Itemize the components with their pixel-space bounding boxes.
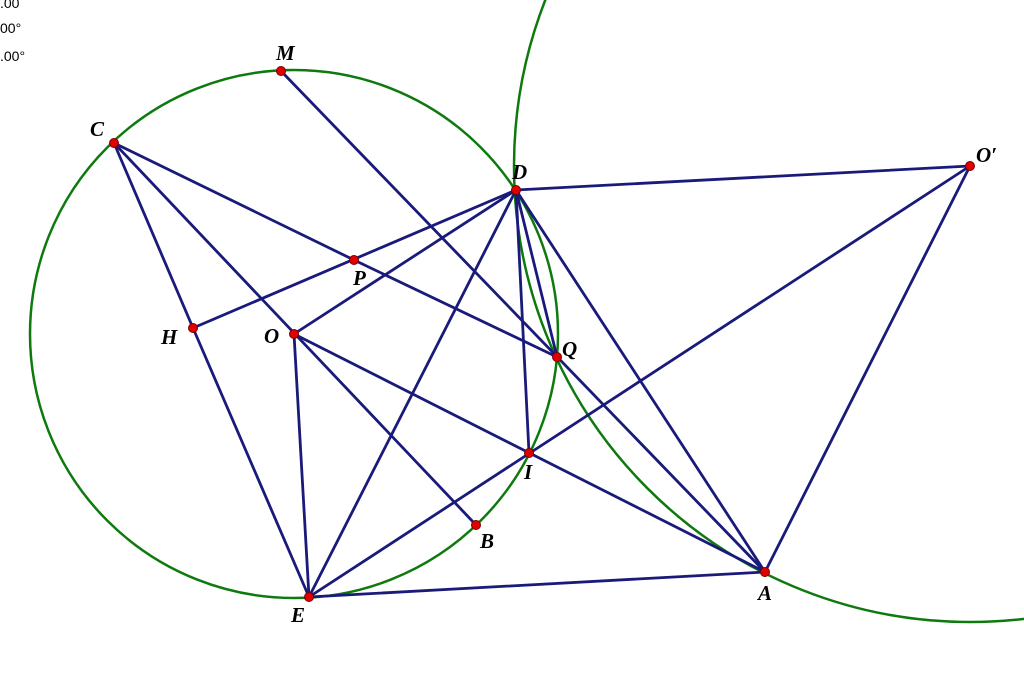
label-a: A [756, 581, 772, 605]
label-o-prime: O′ [976, 143, 997, 167]
segment-c-p [112, 141, 356, 262]
segments [112, 69, 972, 599]
label-q: Q [562, 337, 577, 361]
segment-h-e [191, 326, 311, 599]
label-c: C [90, 117, 105, 141]
segment-e-o-prime [307, 164, 972, 599]
readout-2: 00° [0, 20, 22, 36]
segment-c-h [112, 141, 195, 330]
label-m: M [275, 41, 296, 65]
segment-d-o-prime [514, 164, 972, 192]
label-p: P [352, 266, 366, 290]
segment-a-o-prime [763, 164, 972, 574]
point-b[interactable] [471, 520, 481, 530]
segment-d-i [514, 188, 531, 455]
circle-center-o [28, 68, 560, 600]
point-q[interactable] [552, 352, 562, 362]
points [109, 66, 975, 602]
point-i[interactable] [524, 448, 534, 458]
point-m[interactable] [276, 66, 286, 76]
point-e[interactable] [304, 592, 314, 602]
circles [28, 0, 1024, 624]
point-a[interactable] [760, 567, 770, 577]
point-c[interactable] [109, 138, 119, 148]
segment-d-q [514, 188, 559, 359]
label-o: O [264, 324, 279, 348]
circle-center-o-prime [512, 0, 1024, 624]
point-o[interactable] [289, 329, 299, 339]
segment-o-e [292, 332, 311, 599]
label-b: B [479, 529, 494, 553]
point-h[interactable] [188, 323, 198, 333]
point-labels: M C D O′ P H O Q I B E A [90, 41, 997, 627]
readout-3: .00° [0, 48, 26, 64]
segment-o-d [292, 188, 518, 336]
point-o-prime[interactable] [965, 161, 975, 171]
readout-1: .00 [0, 0, 20, 11]
point-p[interactable] [349, 255, 359, 265]
label-e: E [290, 603, 305, 627]
segment-e-a [307, 570, 767, 599]
label-d: D [511, 160, 527, 184]
label-h: H [160, 325, 178, 349]
label-i: I [523, 460, 533, 484]
point-d[interactable] [511, 185, 521, 195]
